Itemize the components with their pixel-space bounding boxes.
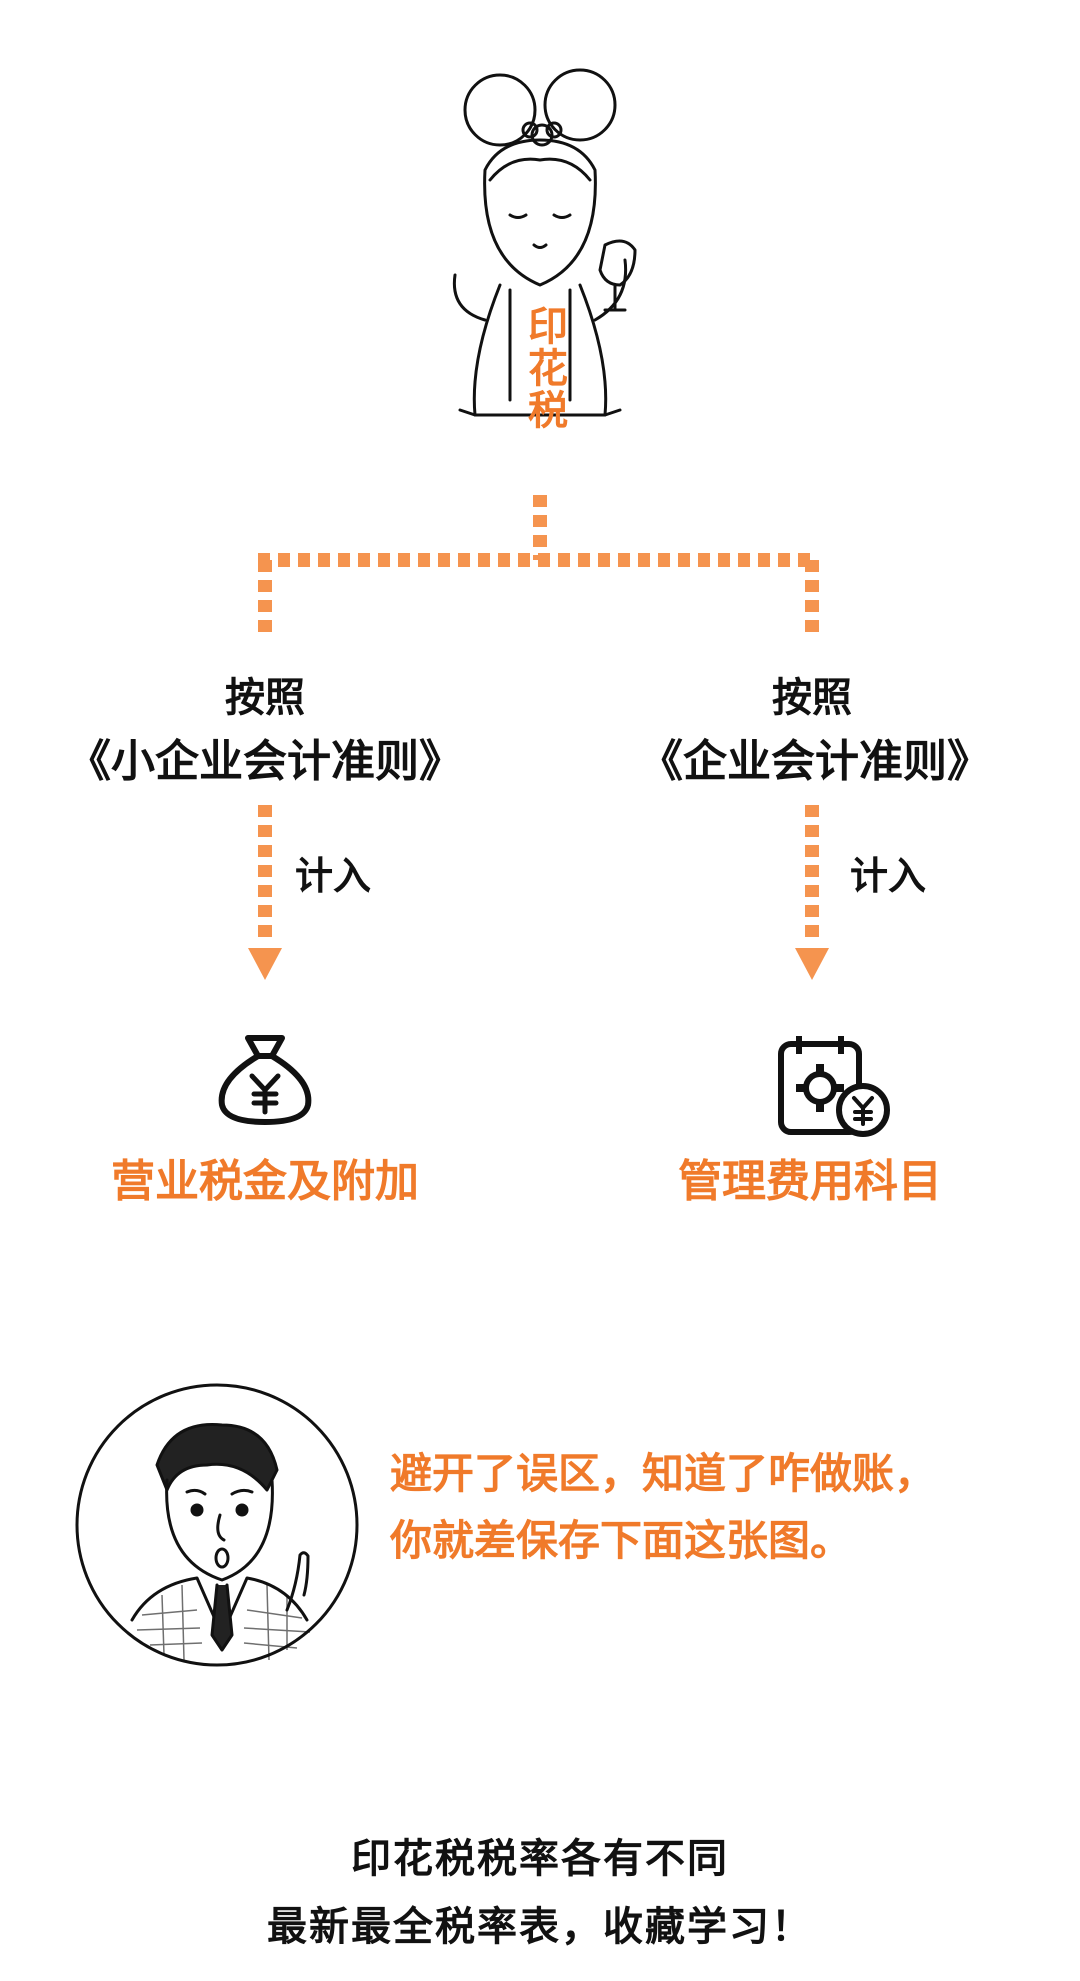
tax-name-vertical: 印花税 (521, 305, 567, 431)
branch-right-flow: 计入 (850, 854, 927, 898)
branch-right-destination: 管理费用科目 (678, 1156, 942, 1207)
speech-text: 避开了误区，知道了咋做账， 你就差保存下面这张图。 (390, 1440, 1050, 1574)
speech-line-2: 你就差保存下面这张图。 (390, 1516, 853, 1566)
branch-left-flow: 计入 (295, 854, 372, 898)
top-illustration (430, 60, 660, 460)
footer-line-1: 印花税税率各有不同 (351, 1836, 729, 1882)
avatar (72, 1380, 362, 1670)
calendar-gear-wrap (775, 1030, 895, 1140)
branch-right-line1: 按照 (772, 675, 852, 721)
flow-lines-icon (248, 495, 829, 980)
footer-line-2: 最新最全税率表，收藏学习！ (267, 1904, 813, 1950)
money-bag-icon (218, 1035, 312, 1125)
man-avatar-icon (75, 1383, 359, 1667)
money-bag-wrap (210, 1020, 320, 1130)
branch-right-line2: 《企业会计准则》 (639, 736, 991, 787)
speech-line-1: 避开了误区，知道了咋做账， (390, 1449, 937, 1498)
branch-left-line1: 按照 (225, 675, 305, 721)
calendar-gear-yen-icon (778, 1036, 890, 1137)
footer-text: 印花税税率各有不同 最新最全税率表，收藏学习！ (0, 1825, 1080, 1961)
branch-left-destination: 营业税金及附加 (111, 1156, 419, 1207)
girl-figure-icon (452, 68, 637, 417)
branch-left-line2: 《小企业会计准则》 (67, 736, 463, 787)
flow-connectors (0, 470, 1080, 1030)
